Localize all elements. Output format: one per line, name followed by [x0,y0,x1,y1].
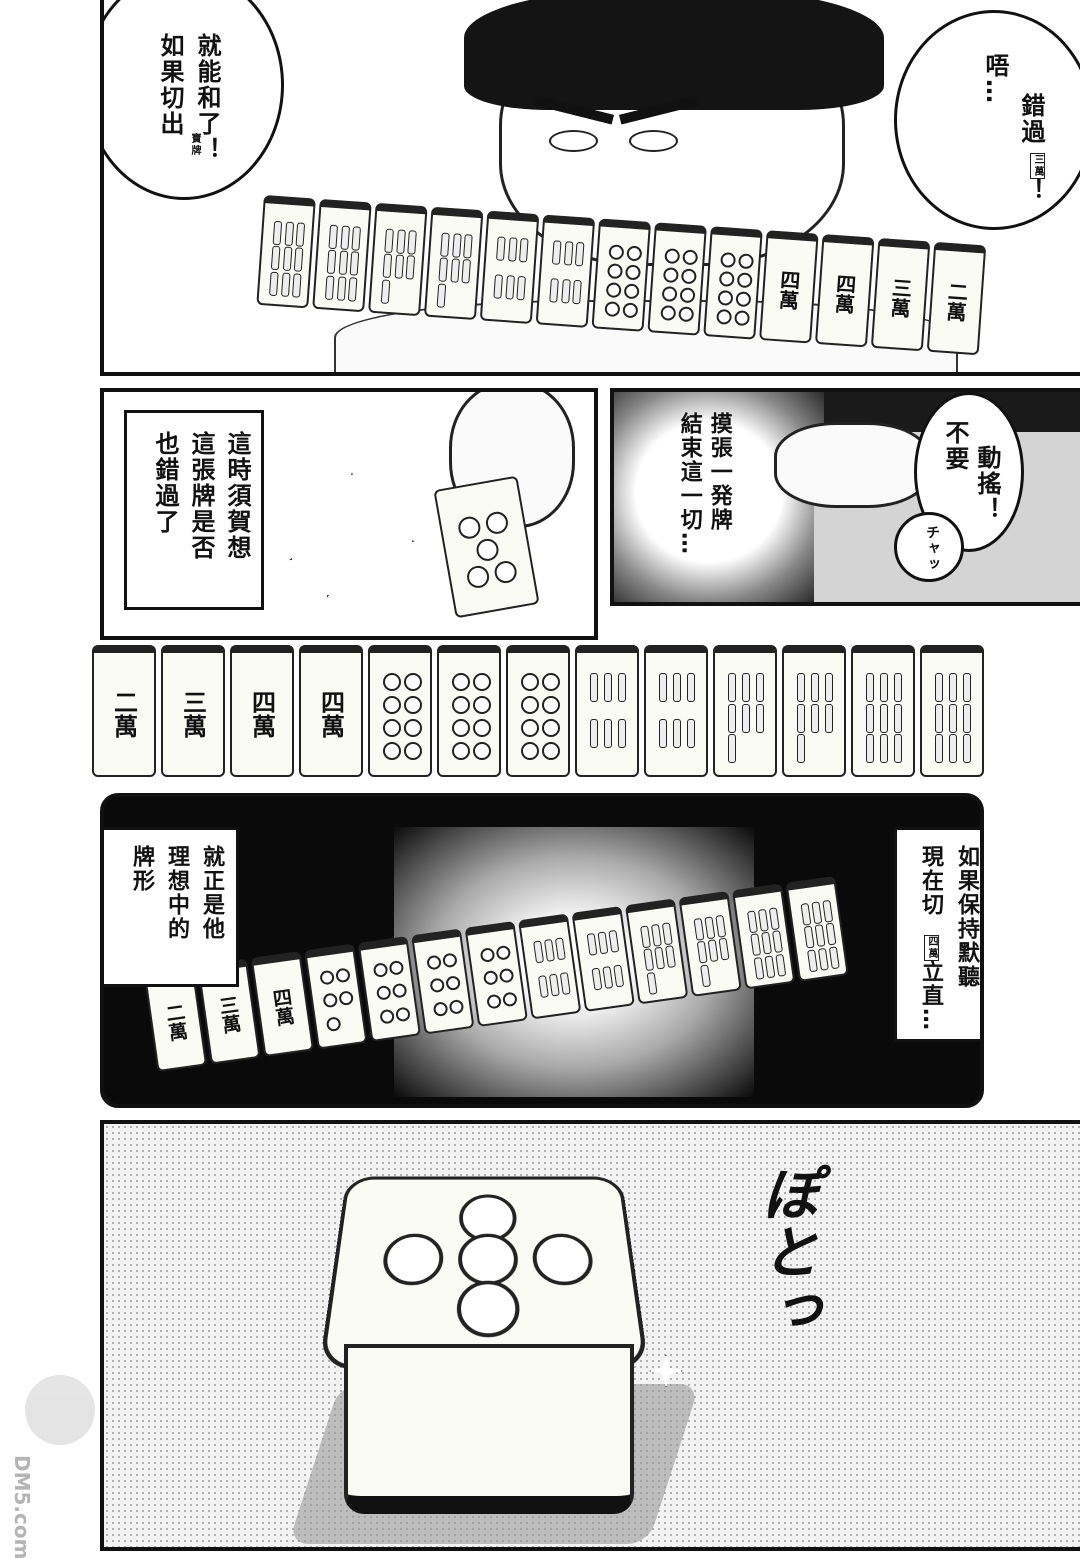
caption-line-2: 這張牌是否 [187,431,215,561]
bubble-text-p3-1: 不要 [941,420,969,472]
sparkle-icon [649,1354,683,1388]
panel-5-tile-10 [624,898,689,1005]
character-eye-right [629,130,678,152]
panel-5-tile-11 [678,890,742,997]
panel-5-tile-13 [785,875,849,982]
sfx-poto: ぽとっ [752,1164,820,1338]
panel-5-tile-4 [304,943,368,1050]
caption-p5r-3: 立直… [918,960,943,1032]
panel-5-tile-8 [518,913,582,1020]
caption-box-panel-5-right: 如果保持默聽 現在切 四萬 立直… [894,827,980,1042]
bubble-tile-right: 三萬 [1029,153,1045,179]
panel-4-tile-12 [851,645,915,777]
panel-4-tile-9 [644,645,708,777]
panel-4-tile-8 [575,645,639,777]
panel-1-tile-1 [256,195,316,309]
panel-5-tile-3: 四萬 [250,951,315,1058]
bubble-text-right-1: 唔… [981,53,1009,105]
caption-p5r-2: 現在切 [918,845,943,917]
panel-4-tile-7 [506,645,570,777]
panel-5-tile-12 [731,883,796,990]
panel-1-tile-8 [647,222,707,336]
panel-1-tile-12: 三萬 [870,237,931,352]
bubble-text-left-1: 如果切出 [156,33,184,137]
speech-bubble-left: 如果切出 就能和了！ 寶牌 [104,0,284,200]
panel-1: 四萬四萬三萬二萬 如果切出 就能和了！ 寶牌 唔… 錯過 三萬 ！ [100,0,1080,376]
panel-1-tile-5 [479,210,540,324]
caption-line-3: 也錯過了 [151,431,179,535]
caption-p5r-1: 如果保持默聽 [954,845,979,989]
bubble-ruby-left: 寶牌 [189,133,200,157]
panel-4-tile-1: 二萬 [92,645,156,777]
bubble-text-p3-2: 動搖！ [973,445,1001,523]
panel-4-tile-5 [368,645,432,777]
caption-p5r-tile: 四萬 [923,935,939,961]
caption-p5l-2: 理想中的 [164,845,189,941]
dropped-tile-5-pin [318,1176,650,1369]
caption-line-1: 這時須賀想 [223,431,251,561]
inner-monologue-2: 結束這一切… [676,412,702,556]
panel-1-tile-6 [535,214,596,328]
panel-3: 摸張一発牌 結束這一切… 不要 動搖！ チャッ [610,388,1080,606]
panel-5-tile-7 [464,921,528,1028]
panel-4-tile-3: 四萬 [230,645,294,777]
panel-1-tile-9 [703,226,763,340]
panel-4-tile-row: 二萬三萬四萬四萬 [92,645,992,780]
caption-p5l-1: 就正是他 [199,845,224,941]
sfx-panel-3: チャッ [924,525,940,573]
bubble-text-left-2: 就能和了！ [193,33,221,163]
panel-6: ぽとっ [100,1120,1080,1551]
speech-bubble-panel-3: 不要 動搖！ [914,392,1024,552]
impact-burst [289,472,415,598]
inner-monologue-1: 摸張一発牌 [706,412,732,532]
speech-bubble-right: 唔… 錯過 三萬 ！ [894,10,1080,230]
caption-box-panel-2: 這時須賀想 這張牌是否 也錯過了 [124,410,264,610]
panel-4-tile-4: 四萬 [299,645,363,777]
panel-4-tile-2: 三萬 [161,645,225,777]
bubble-text-right-3: ！ [1017,178,1045,204]
caption-box-panel-5-left: 就正是他 理想中的 牌形 [104,827,239,987]
panel-4-tile-6 [437,645,501,777]
panel-4-tile-10 [713,645,777,777]
sfx-bubble-panel-3: チャッ [894,512,964,582]
panel-1-tile-2 [312,198,372,313]
panel-5-tile-9 [571,905,635,1012]
character-hair [464,0,884,110]
panel-1-tile-13: 二萬 [926,241,987,356]
character-eye-left [549,130,598,152]
watermark-text: DM5.com [10,1455,34,1559]
panel-1-tile-7 [591,218,652,332]
panel-5: 二萬三萬四萬 就正是他 理想中的 牌形 如果保持默聽 現在切 四萬 立直… [100,793,984,1108]
bubble-text-right-2: 錯過 [1017,93,1045,145]
panel-1-tile-10: 四萬 [759,230,819,344]
watermark-mascot-icon [25,1375,95,1445]
panel-5-tile-6 [411,928,475,1035]
panel-2: 這時須賀想 這張牌是否 也錯過了 [100,388,598,640]
panel-5-tile-5 [357,936,422,1043]
panel-1-tile-4 [423,206,484,321]
caption-p5l-3: 牌形 [129,845,154,893]
dropped-tile-body [344,1344,634,1514]
aura-glow [614,392,824,602]
reaching-hand [774,422,930,508]
panel-1-tile-3 [368,202,428,317]
panel-4-tile-13 [920,645,984,777]
watermark: DM5.com [10,1375,100,1559]
panel-4-tile-11 [782,645,846,777]
panel-1-tile-11: 四萬 [814,234,875,348]
